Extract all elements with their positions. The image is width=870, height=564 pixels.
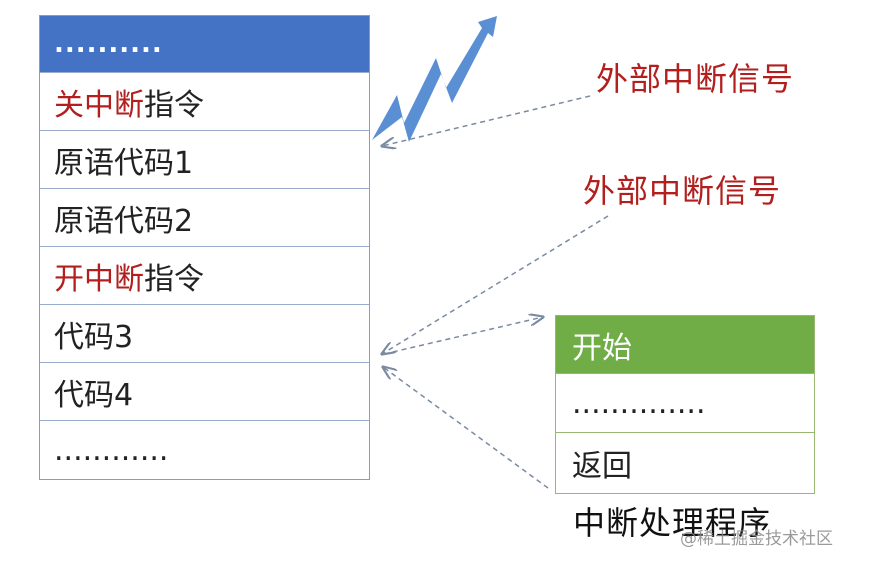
to-handler-arrow bbox=[383, 317, 543, 355]
program-row-6: 代码4 bbox=[40, 362, 369, 420]
interrupt-handler-caption: 中断处理程序 bbox=[573, 504, 772, 542]
external-interrupt-signal-label-1: 外部中断信号 bbox=[596, 60, 795, 98]
program-row-1-red: 关中断 bbox=[54, 87, 144, 123]
external-interrupt-signal-label-2: 外部中断信号 bbox=[583, 172, 782, 210]
program-row-2: 原语代码1 bbox=[40, 130, 369, 188]
program-row-7: ............ bbox=[40, 420, 369, 479]
program-row-1-text: 指令 bbox=[144, 87, 204, 123]
program-row-6-text: 代码4 bbox=[54, 377, 134, 413]
interrupt-handler-table: 开始 .............. 返回 bbox=[555, 315, 815, 494]
program-row-5: 代码3 bbox=[40, 304, 369, 362]
program-row-5-text: 代码3 bbox=[54, 319, 134, 355]
handler-middle-row: .............. bbox=[556, 373, 814, 432]
program-row-1: 关中断指令 bbox=[40, 72, 369, 130]
program-row-7-text: ............ bbox=[54, 432, 169, 468]
program-header-row: .......... bbox=[40, 16, 369, 72]
program-row-3-text: 原语代码2 bbox=[54, 203, 194, 239]
program-row-2-text: 原语代码1 bbox=[54, 145, 194, 181]
program-row-4-text: 指令 bbox=[144, 261, 204, 297]
watermark: @稀土掘金技术社区 bbox=[680, 529, 833, 549]
return-arrow bbox=[383, 367, 549, 489]
program-row-4: 开中断指令 bbox=[40, 246, 369, 304]
program-row-3: 原语代码2 bbox=[40, 188, 369, 246]
handler-start-row: 开始 bbox=[556, 316, 814, 373]
lightning-bolt-icon bbox=[372, 16, 497, 142]
signal-2-arrow bbox=[382, 215, 609, 354]
program-instruction-table: .......... 关中断指令 原语代码1 原语代码2 开中断指令 代码3 代… bbox=[39, 15, 370, 480]
handler-return-row: 返回 bbox=[556, 432, 814, 493]
program-row-4-red: 开中断 bbox=[54, 261, 144, 297]
